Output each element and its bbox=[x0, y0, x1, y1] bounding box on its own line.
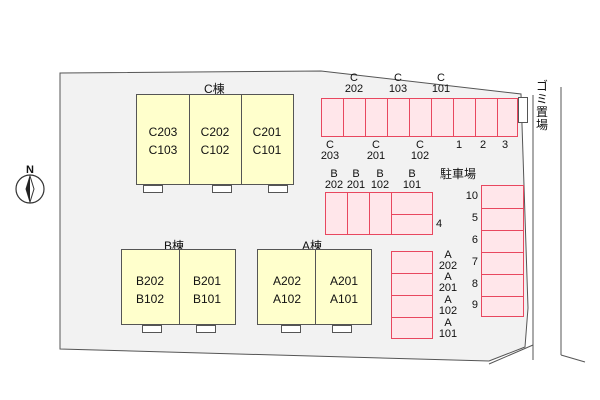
unit-label: B202 bbox=[135, 274, 165, 288]
parking-stall bbox=[481, 230, 524, 253]
parking-label: 5 bbox=[471, 212, 478, 224]
parking-label: 7 bbox=[471, 256, 478, 268]
unit-c203-c103: C203 C103 bbox=[138, 123, 188, 159]
unit-c202-c102: C202 C102 bbox=[190, 123, 240, 159]
parking-label: B 101 bbox=[402, 168, 422, 191]
parking-stall bbox=[347, 192, 370, 235]
parking-stall bbox=[391, 251, 433, 274]
parking-stall bbox=[409, 98, 432, 137]
parking-label: 6 bbox=[471, 234, 478, 246]
parking-label: C 202 bbox=[344, 72, 364, 95]
parking-label: A 101 bbox=[438, 317, 458, 340]
unit-divider bbox=[179, 250, 180, 324]
parking-stall bbox=[481, 208, 524, 231]
unit-a202-a102: A202 A102 bbox=[262, 272, 312, 308]
unit-label: A102 bbox=[272, 292, 302, 306]
unit-label: C202 bbox=[200, 125, 230, 139]
building-a: A202 A102 A201 A101 bbox=[257, 249, 372, 325]
parking-stall bbox=[365, 98, 388, 137]
parking-stall bbox=[391, 317, 433, 339]
parking-label: C 203 bbox=[320, 139, 340, 162]
parking-stall bbox=[481, 252, 524, 275]
parking-stall bbox=[453, 98, 476, 137]
parking-label: A 201 bbox=[438, 271, 458, 294]
entrance-step bbox=[143, 185, 163, 193]
parking-label: B 201 bbox=[346, 168, 366, 191]
parking-label: C 201 bbox=[366, 139, 386, 162]
unit-label: A101 bbox=[329, 292, 359, 306]
parking-stall bbox=[431, 98, 454, 137]
entrance-step bbox=[268, 185, 288, 193]
unit-b201-b101: B201 B101 bbox=[182, 272, 232, 308]
unit-c201-c101: C201 C101 bbox=[242, 123, 292, 159]
parking-label: 8 bbox=[471, 278, 478, 290]
entrance-step bbox=[212, 185, 232, 193]
parking-stall bbox=[391, 295, 433, 318]
unit-label: C101 bbox=[252, 143, 282, 157]
unit-label: A202 bbox=[272, 274, 302, 288]
parking-label: 3 bbox=[502, 139, 509, 151]
parking-stall bbox=[475, 98, 498, 137]
parking-stall bbox=[391, 214, 433, 235]
unit-label: C203 bbox=[148, 125, 178, 139]
compass: N bbox=[14, 164, 48, 204]
parking-label: A 202 bbox=[438, 249, 458, 272]
parking-stall bbox=[321, 98, 344, 137]
unit-divider bbox=[315, 250, 316, 324]
parking-stall bbox=[481, 185, 524, 209]
unit-a201-a101: A201 A101 bbox=[319, 272, 369, 308]
unit-label: C201 bbox=[252, 125, 282, 139]
parking-label: 1 bbox=[456, 139, 463, 151]
building-c: C203 C103 C202 C102 C201 C101 bbox=[136, 94, 294, 185]
parking-label: C 101 bbox=[431, 72, 451, 95]
entrance-step bbox=[281, 325, 301, 333]
unit-label: C102 bbox=[200, 143, 230, 157]
building-b: B202 B102 B201 B101 bbox=[121, 249, 236, 325]
parking-stall bbox=[497, 98, 518, 137]
parking-label: B 202 bbox=[324, 168, 344, 191]
parking-label: B 102 bbox=[370, 168, 390, 191]
unit-divider bbox=[189, 95, 190, 184]
parking-label: A 102 bbox=[438, 294, 458, 317]
unit-divider bbox=[241, 95, 242, 184]
compass-icon bbox=[15, 174, 45, 204]
parking-label: C 103 bbox=[388, 72, 408, 95]
unit-label: A201 bbox=[329, 274, 359, 288]
parking-label: 10 bbox=[465, 190, 478, 202]
unit-b202-b102: B202 B102 bbox=[125, 272, 175, 308]
unit-label: B201 bbox=[192, 274, 222, 288]
parking-stall bbox=[481, 274, 524, 297]
parking-label: 2 bbox=[480, 139, 487, 151]
parking-label: 4 bbox=[436, 218, 443, 230]
entrance-step bbox=[142, 325, 162, 333]
north-label: N bbox=[26, 164, 34, 176]
parking-label: 9 bbox=[471, 299, 478, 311]
parking-title: 駐車場 bbox=[440, 167, 477, 181]
parking-stall bbox=[343, 98, 366, 137]
unit-label: C103 bbox=[148, 143, 178, 157]
parking-label: C 102 bbox=[410, 139, 430, 162]
parking-stall bbox=[325, 192, 348, 235]
unit-label: B101 bbox=[192, 292, 222, 306]
building-c-title: C棟 bbox=[204, 82, 225, 96]
parking-stall bbox=[391, 273, 433, 296]
entrance-step bbox=[332, 325, 352, 333]
garbage-area-label: ゴミ置場 bbox=[535, 79, 548, 132]
parking-stall bbox=[391, 192, 433, 215]
unit-label: B102 bbox=[135, 292, 165, 306]
entrance-step bbox=[196, 325, 216, 333]
parking-stall bbox=[481, 296, 524, 317]
parking-stall bbox=[387, 98, 410, 137]
parking-stall bbox=[369, 192, 392, 235]
garbage-area bbox=[518, 97, 528, 123]
